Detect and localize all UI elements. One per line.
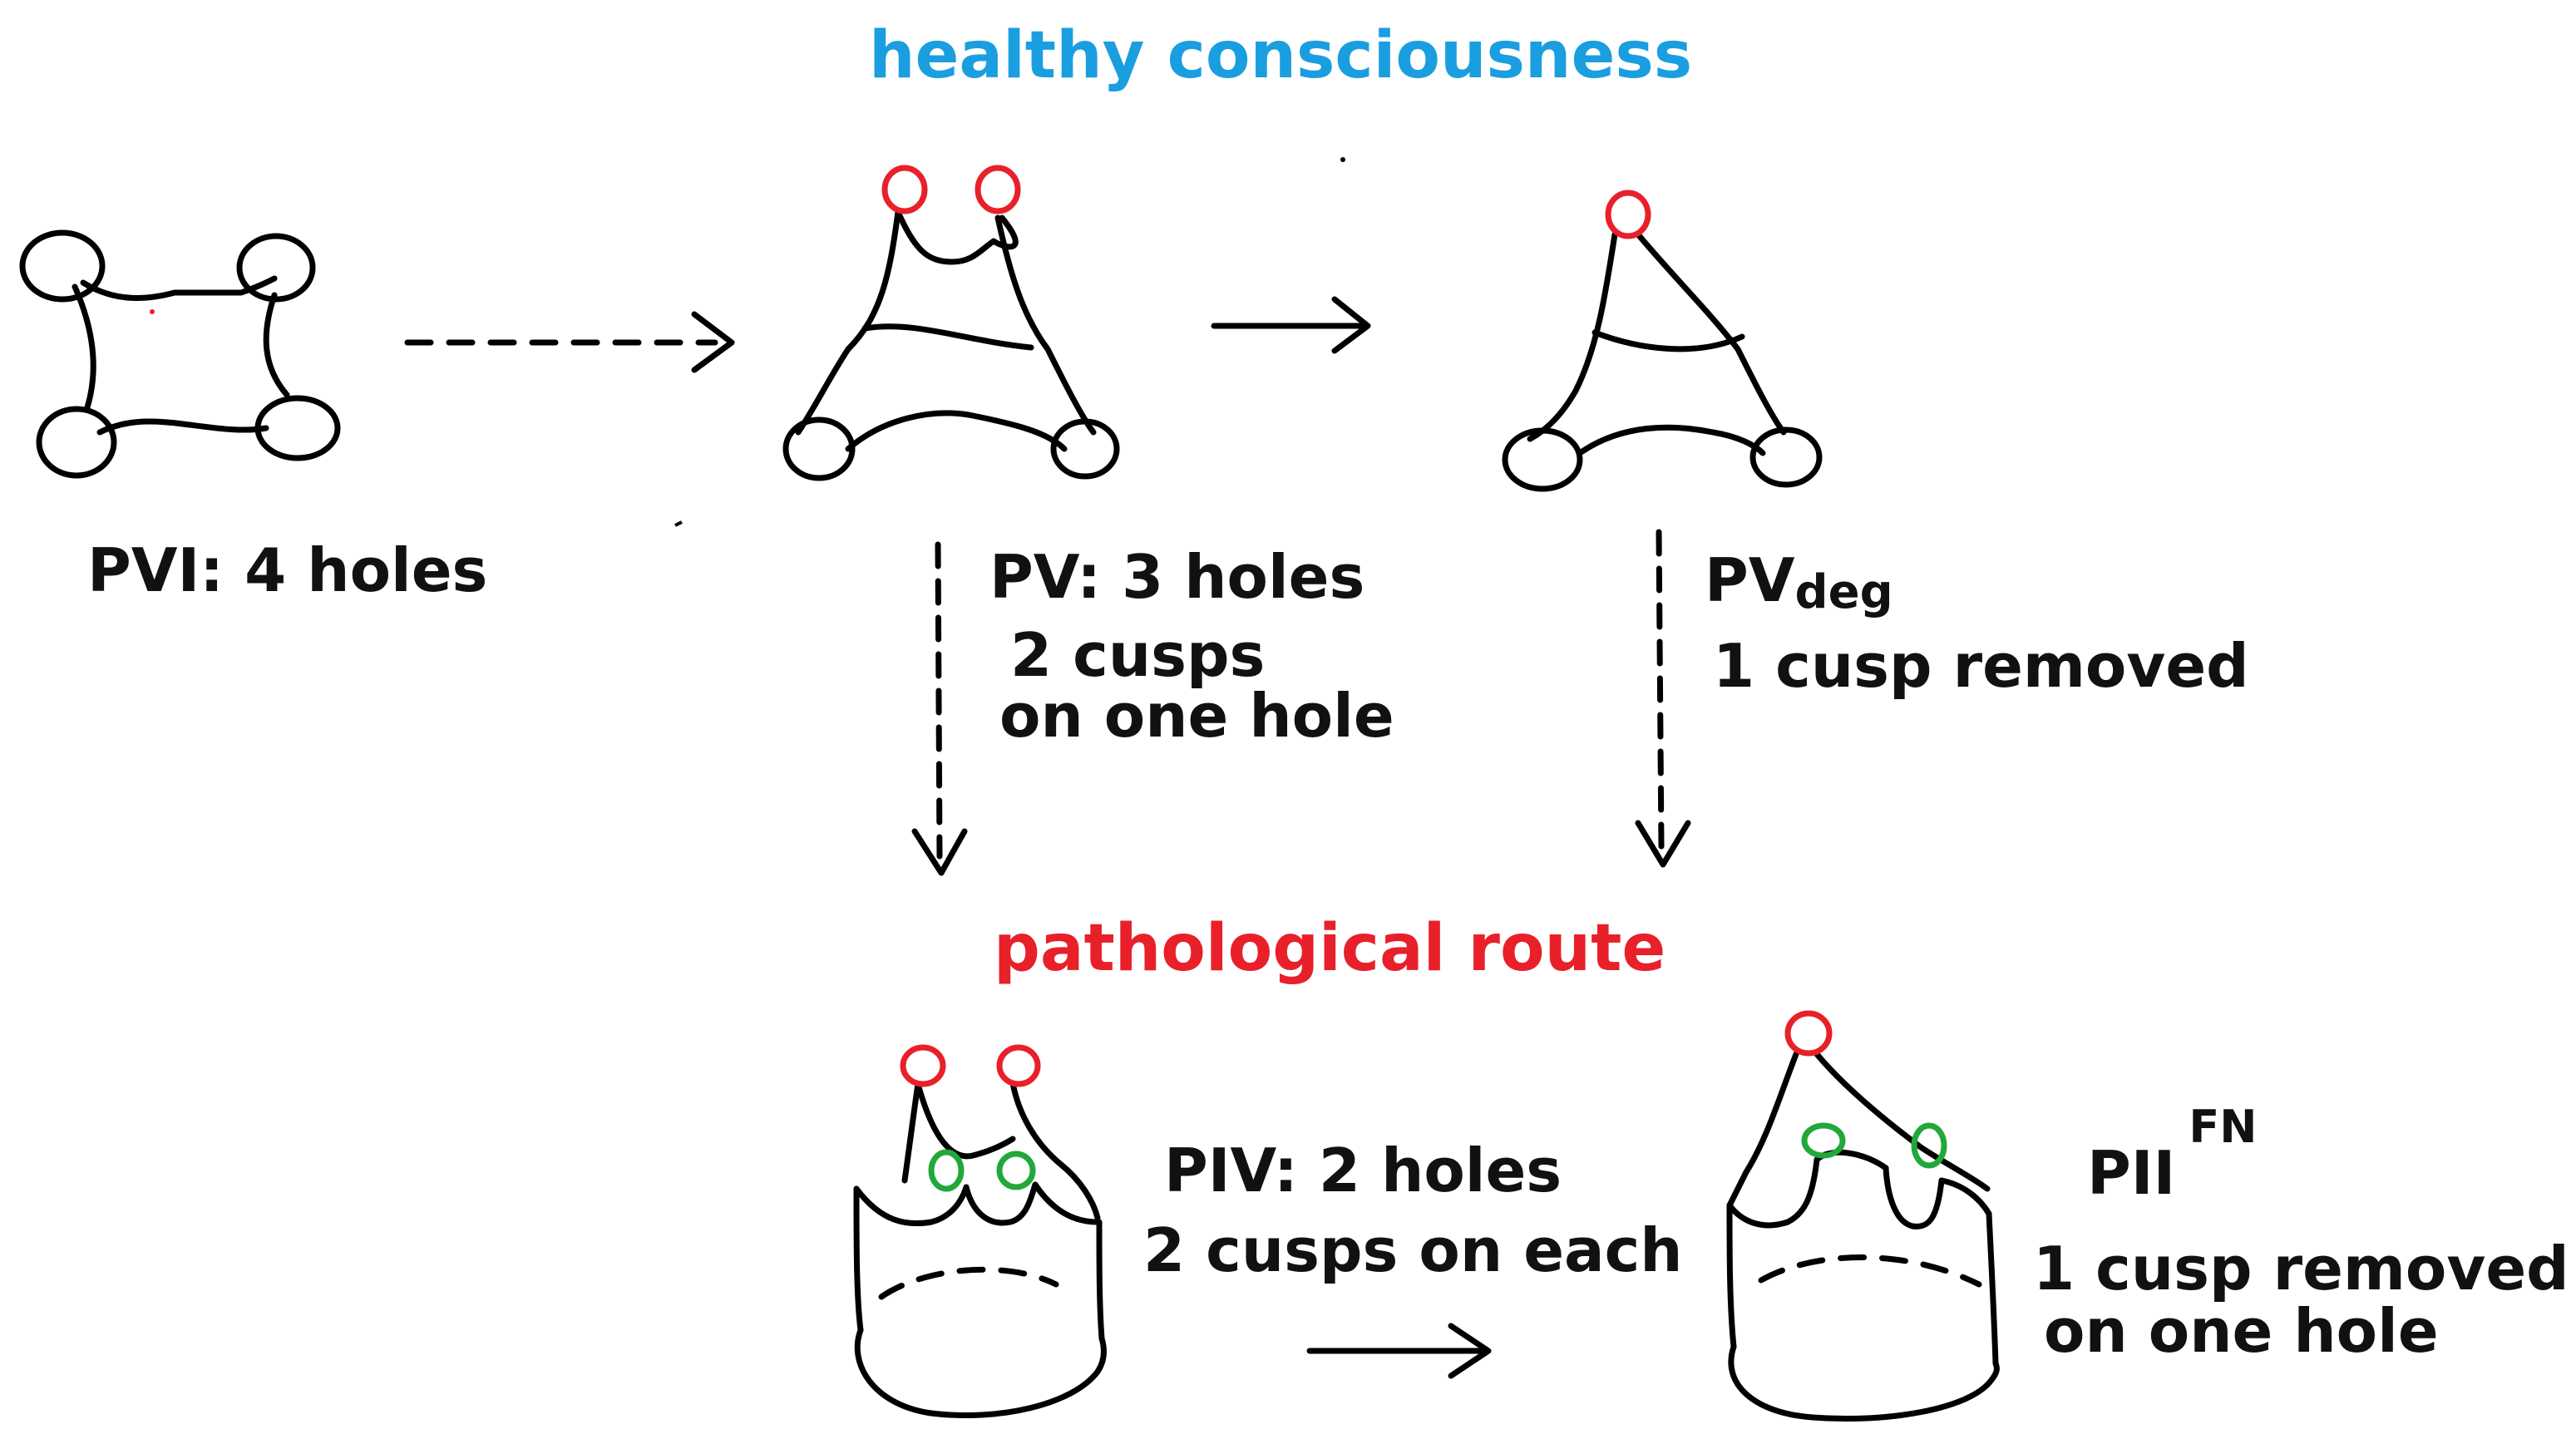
piv-note: 2 cusps on each [1143, 1215, 1683, 1285]
pvdeg-note: 1 cusp removed [1713, 631, 2249, 701]
piv-cusp-red-left [900, 1044, 946, 1087]
stray-dot-2 [150, 309, 155, 314]
arrow-pv-down [911, 541, 968, 876]
pii-label: PIIFN [2087, 1105, 2257, 1204]
pv-cusp-right [975, 165, 1021, 214]
pv-label: PV: 3 holes [989, 542, 1365, 612]
pvi-hole-top-left [19, 229, 106, 303]
piv-surface [853, 1044, 1107, 1418]
pvdeg-cusp [1605, 190, 1651, 239]
pvdeg-label-sub: deg [1794, 565, 1893, 619]
arrow-pv-to-pvdeg [1211, 296, 1371, 354]
pii-cusp-green-right [1911, 1122, 1947, 1169]
pii-note-line1: 1 cusp removed [2033, 1234, 2569, 1303]
arrow-pvi-to-pv [404, 311, 735, 373]
pv-surface [782, 165, 1120, 481]
arrow-pvdeg-down [1635, 529, 1691, 868]
pvi-hole-top-right [236, 233, 316, 303]
arrow-piv-to-pii [1306, 1323, 1492, 1379]
pii-label-sup: FN [2189, 1101, 2258, 1153]
pvi-label: PVI: 4 holes [87, 535, 488, 605]
pv-note-line1: 2 cusps [1010, 620, 1266, 690]
pii-note-line2: on one hole [2044, 1296, 2439, 1366]
heading-healthy: healthy consciousness [869, 18, 1693, 93]
pvi-surface [19, 229, 341, 479]
pv-cusp-left [881, 165, 928, 214]
pv-hole-bottom-left [782, 416, 856, 481]
piv-cusp-green-right [996, 1151, 1036, 1190]
piv-cusp-green-left [928, 1149, 965, 1192]
pvdeg-hole-bottom-right [1749, 426, 1823, 488]
pvdeg-label: PVdeg [1705, 550, 1893, 616]
piv-cusp-red-right [996, 1044, 1041, 1087]
piv-label: PIV: 2 holes [1164, 1136, 1562, 1205]
pv-note-line2: on one hole [999, 681, 1394, 751]
pvdeg-label-main: PV [1705, 545, 1795, 615]
stray-dash-1 [674, 520, 683, 527]
pvi-hole-bottom-left [36, 406, 117, 479]
heading-pathological: pathological route [994, 911, 1666, 986]
pvdeg-surface [1502, 190, 1823, 492]
pvi-hole-bottom-right [254, 395, 341, 461]
stray-dot-1 [1340, 157, 1345, 162]
pv-hole-bottom-right [1050, 418, 1120, 480]
pii-cusp-red [1784, 1010, 1833, 1057]
pii-cusp-green-left [1801, 1122, 1846, 1159]
pvdeg-hole-bottom-left [1502, 427, 1583, 492]
pii-label-main: PII [2087, 1138, 2176, 1208]
pii-surface [1726, 1010, 2000, 1422]
